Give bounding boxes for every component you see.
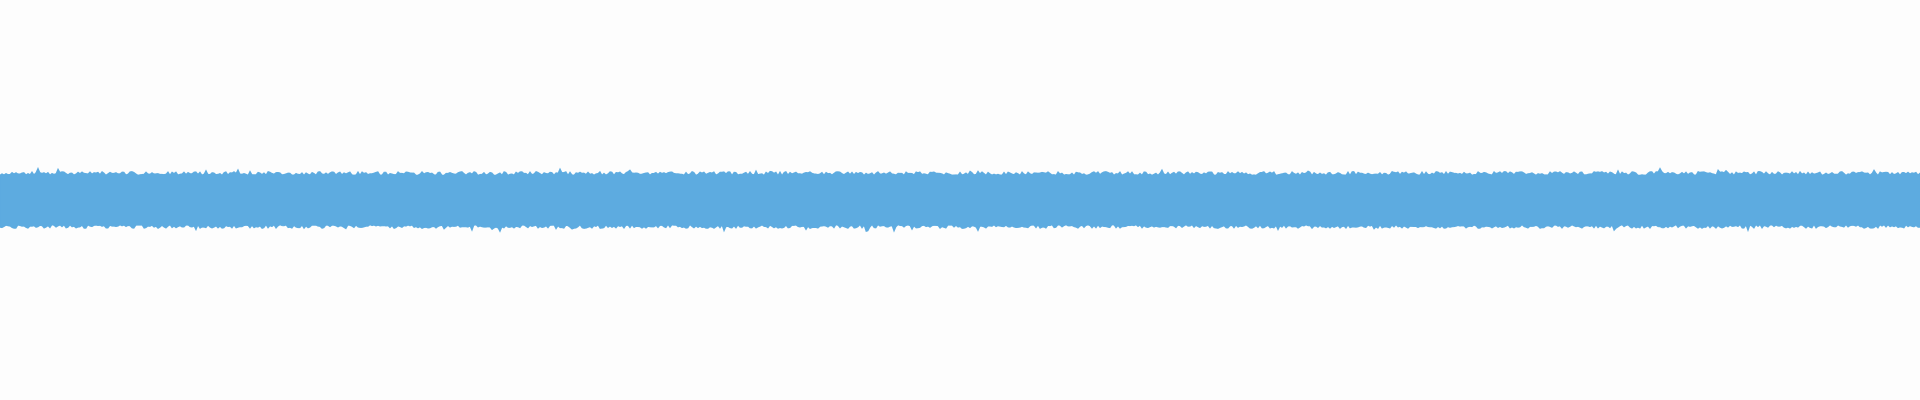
waveform-path <box>0 167 1920 233</box>
